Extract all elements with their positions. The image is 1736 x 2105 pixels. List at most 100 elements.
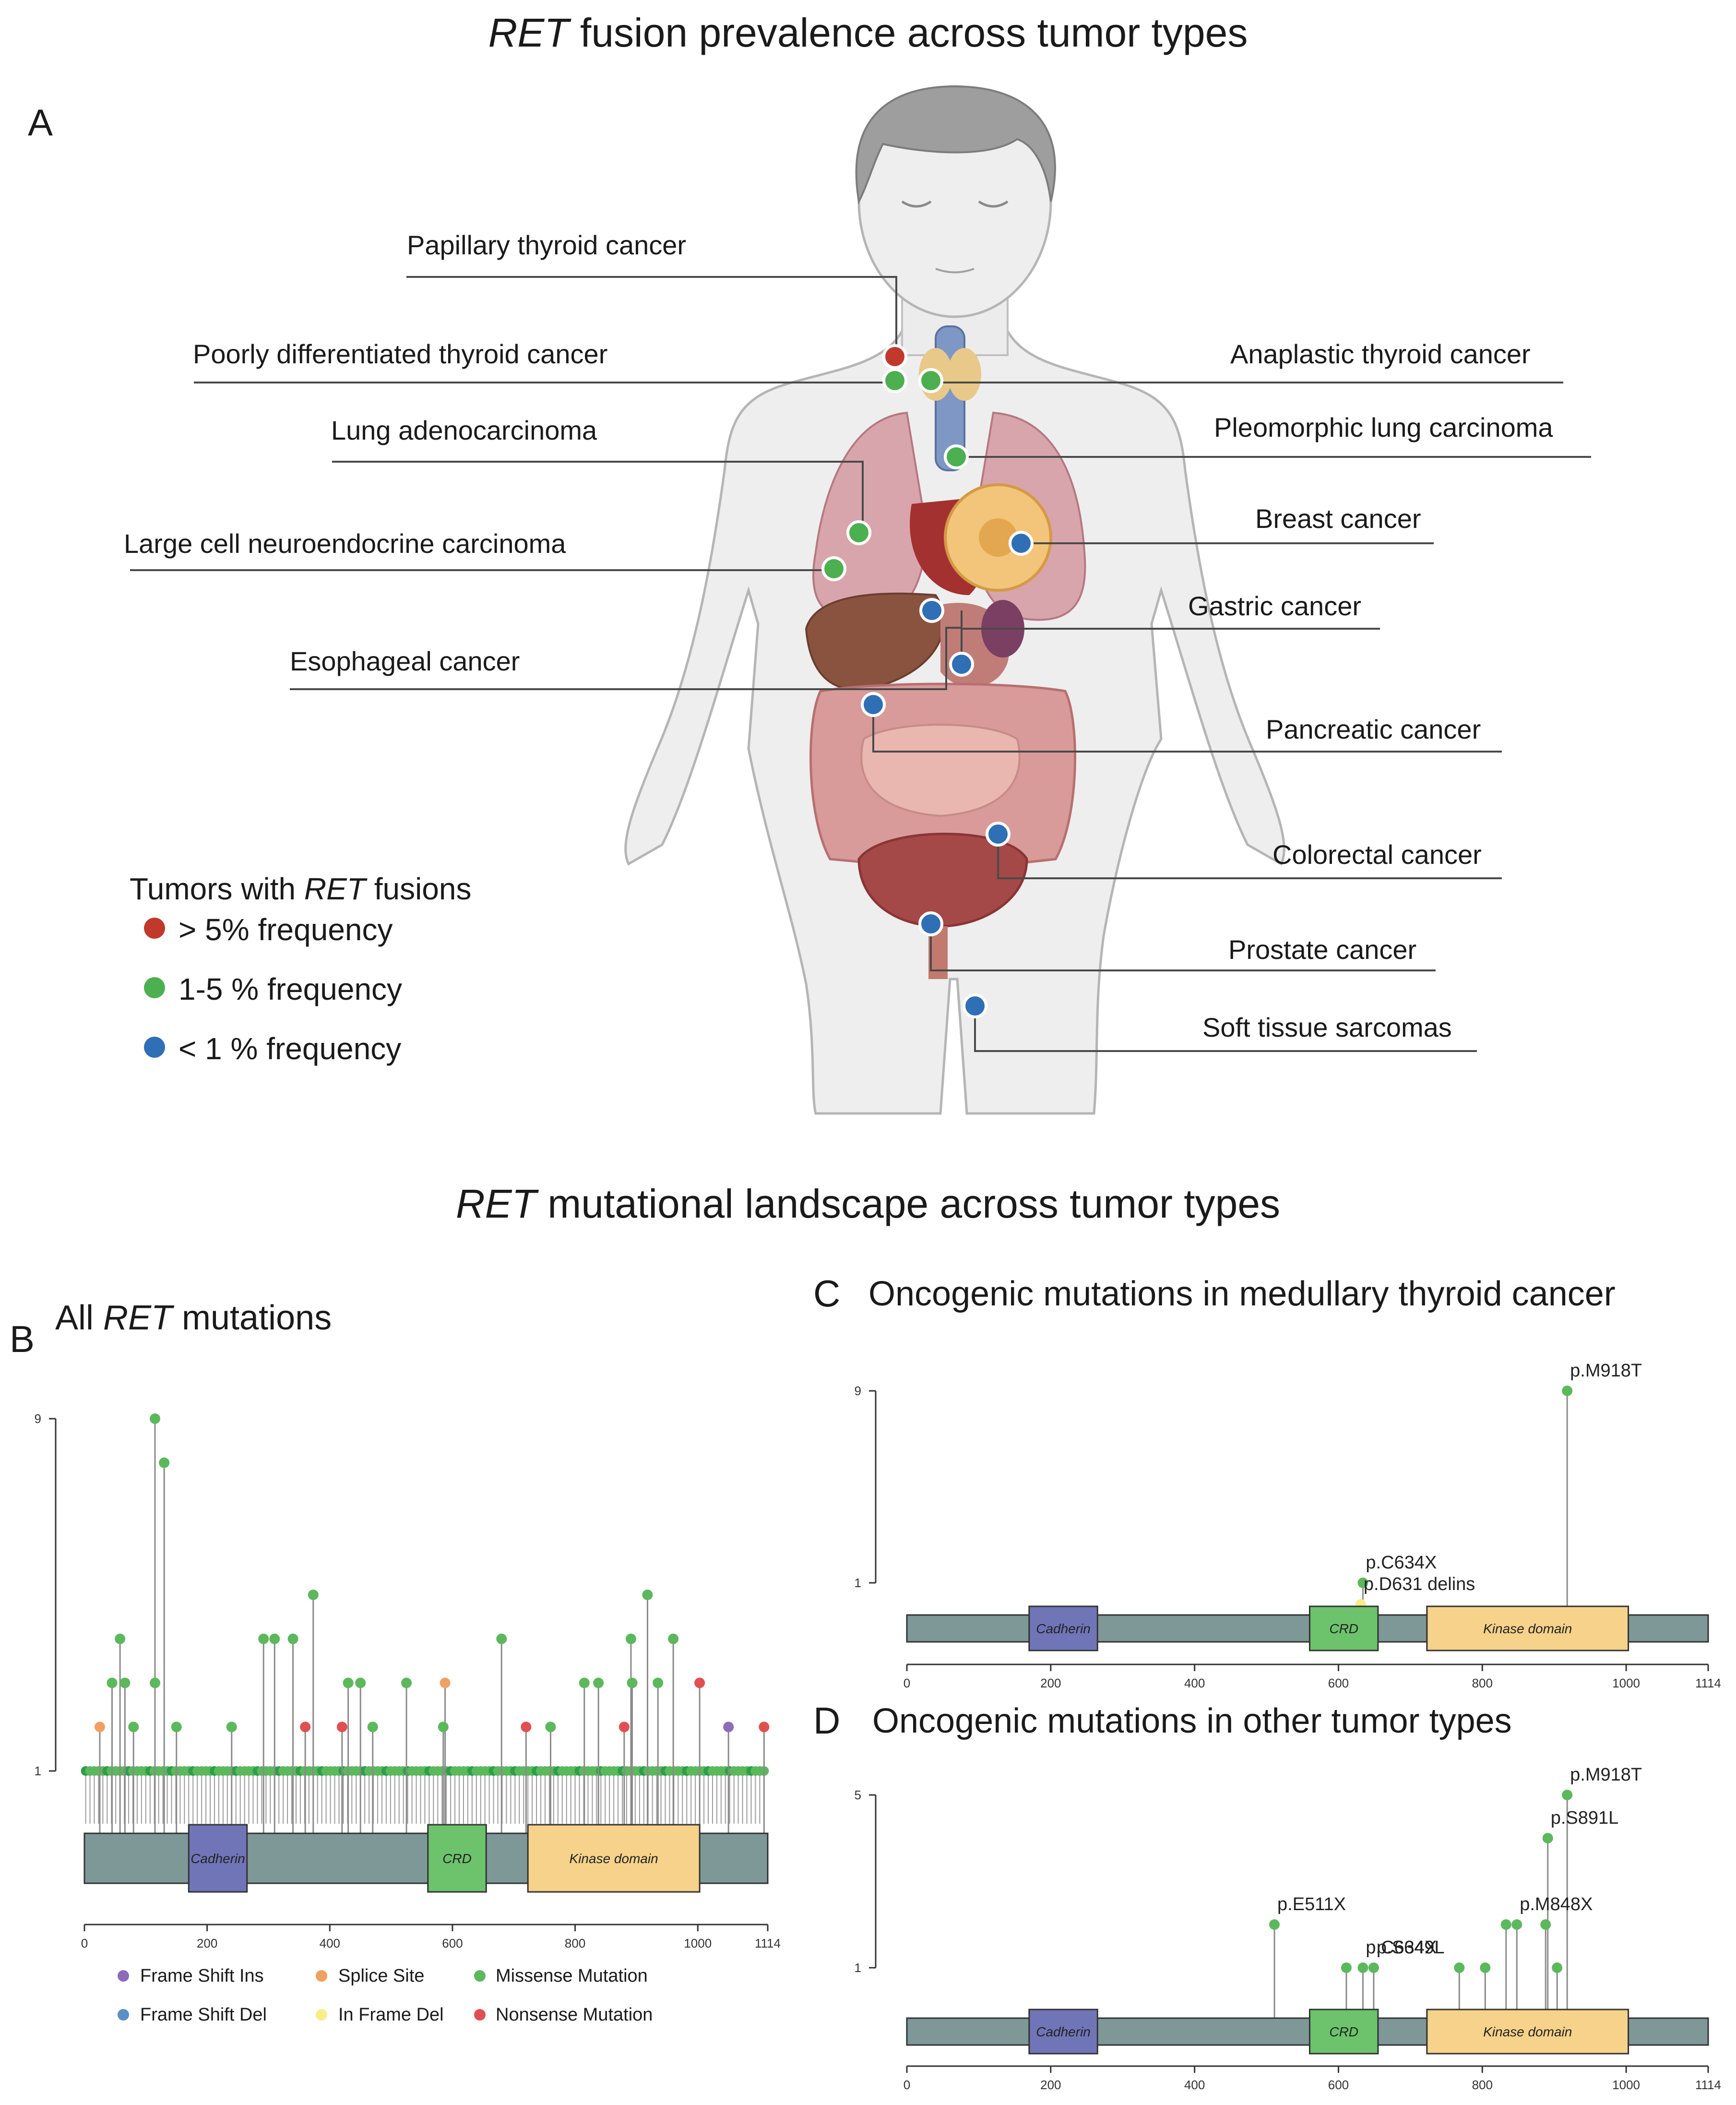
x-tick-label: 600 [442, 1936, 463, 1950]
domain-label: Cadherin [190, 1851, 245, 1866]
mutation-point [343, 1677, 354, 1688]
breast [944, 483, 1052, 592]
mutation-point [625, 1633, 636, 1644]
mutation-point [150, 1413, 161, 1424]
legend-b-dot-ifd [316, 2009, 327, 2021]
x-tick-label: 0 [904, 1676, 910, 1690]
mutation-point [1552, 1962, 1563, 1973]
x-tick-label: 800 [565, 1936, 585, 1950]
mutation-label: p.S891L [1551, 1808, 1619, 1828]
domain-kinase-domain [527, 1824, 701, 1893]
panel-b-label: B [10, 1318, 35, 1360]
label-pancreatic: Pancreatic cancer [1266, 714, 1481, 744]
mutation-point [355, 1677, 366, 1688]
panel-a-label: A [28, 101, 53, 144]
domain-crd [1308, 2009, 1379, 2055]
label-esophageal: Esophageal cancer [290, 646, 520, 676]
mutation-point [1511, 1919, 1522, 1930]
mutation-point [1500, 1919, 1511, 1930]
mutation-point [119, 1677, 131, 1688]
figure-a-title: RET fusion prevalence across tumor types [0, 10, 1736, 56]
domain-crd [427, 1824, 487, 1893]
x-tick-label: 800 [1472, 2078, 1493, 2092]
intestines [809, 682, 1076, 865]
mutation-point [367, 1722, 378, 1733]
x-tick-label: 400 [1184, 1676, 1205, 1690]
dot-gastric [949, 652, 974, 677]
figure-b-title: RET mutational landscape across tumor ty… [455, 1181, 1281, 1226]
mutation-point [1562, 1790, 1573, 1800]
x-tick-label: 400 [320, 1936, 340, 1950]
mutation-label: p.C634X [1366, 1938, 1437, 1958]
x-tick-label: 200 [1040, 2078, 1061, 2092]
panel-d-title: Oncogenic mutations in other tumor types [872, 1702, 1512, 1740]
domain-kinase-domain [1426, 1605, 1629, 1651]
legend-b-fsi: Frame Shift Ins [140, 1966, 264, 1986]
y-tick-label: 1 [35, 1764, 41, 1778]
y-tick-label: 9 [35, 1411, 41, 1426]
mutation-point [300, 1722, 311, 1733]
mutation-point [336, 1722, 347, 1733]
y-tick-label: 1 [855, 1576, 861, 1590]
panel-d-label: D [813, 1699, 841, 1742]
mutation-label: p.D631 delins [1364, 1574, 1475, 1594]
legend-green-dot [144, 977, 165, 998]
mutation-point [401, 1677, 412, 1688]
mutation-point [759, 1722, 770, 1733]
mutation-point [1341, 1962, 1352, 1973]
mutation-point [496, 1633, 507, 1644]
legend-b-nonsense: Nonsense Mutation [496, 2005, 653, 2025]
mutation-label: p.M918T [1570, 1765, 1642, 1785]
mutation-point [287, 1633, 298, 1644]
mutation-point [545, 1722, 556, 1733]
dot-colorectal [986, 822, 1011, 847]
x-tick-label: 1114 [1695, 1676, 1721, 1690]
mutation-point [440, 1677, 451, 1688]
mutation-point [1357, 1962, 1368, 1973]
domain-label: Kinase domain [1483, 2024, 1572, 2039]
mutation-point [653, 1677, 664, 1688]
dot-poorly-diff-thyroid [882, 368, 907, 393]
mutation-point [593, 1677, 604, 1688]
x-tick-label: 1000 [1612, 2078, 1640, 2092]
dot-anaplastic-thyroid [918, 368, 943, 393]
legend-item-mid: 1-5 % frequency [178, 972, 403, 1006]
dot-pleomorphic-lung [944, 444, 969, 469]
x-tick-label: 400 [1184, 2078, 1205, 2092]
dot-breast [1009, 531, 1034, 556]
label-anaplastic-thyroid: Anaplastic thyroid cancer [1230, 339, 1531, 369]
mutation-point [150, 1677, 161, 1688]
mutation-label: p.E511X [1277, 1894, 1346, 1914]
title-a-italic: RET [488, 10, 569, 55]
mutation-point [1480, 1962, 1491, 1973]
dot-papillary-thyroid [882, 344, 907, 369]
label-papillary-thyroid: Papillary thyroid cancer [407, 230, 687, 260]
x-tick-label: 600 [1328, 2078, 1349, 2092]
domain-cadherin [1028, 1605, 1098, 1651]
legend-item-high: > 5% frequency [178, 912, 393, 947]
mutation-point [1562, 1386, 1573, 1396]
mutation-point [1454, 1962, 1465, 1973]
domain-cadherin [1028, 2009, 1098, 2055]
mutation-point [579, 1677, 590, 1688]
mutation-point [94, 1722, 105, 1733]
mutation-point [723, 1722, 734, 1733]
domain-kinase-domain [1426, 2009, 1629, 2055]
domain-label: CRD [442, 1851, 472, 1866]
domain-crd [1308, 1605, 1379, 1651]
mutation-point [618, 1722, 630, 1733]
legend-b-fsd: Frame Shift Del [140, 2005, 267, 2025]
domain-cadherin [188, 1824, 248, 1893]
x-tick-label: 200 [1040, 1676, 1061, 1690]
domain-label: Kinase domain [570, 1851, 658, 1866]
domain-label: CRD [1329, 1621, 1358, 1636]
legend-b-dot-nonsense [474, 2009, 486, 2021]
legend-b-splice: Splice Site [338, 1966, 425, 1986]
body-illustration [624, 85, 1285, 1115]
y-tick-label: 1 [855, 1961, 861, 1975]
mutation-point [159, 1457, 170, 1468]
x-tick-label: 1114 [755, 1936, 781, 1950]
x-tick-label: 1000 [684, 1936, 712, 1950]
x-tick-label: 1114 [1695, 2078, 1721, 2092]
